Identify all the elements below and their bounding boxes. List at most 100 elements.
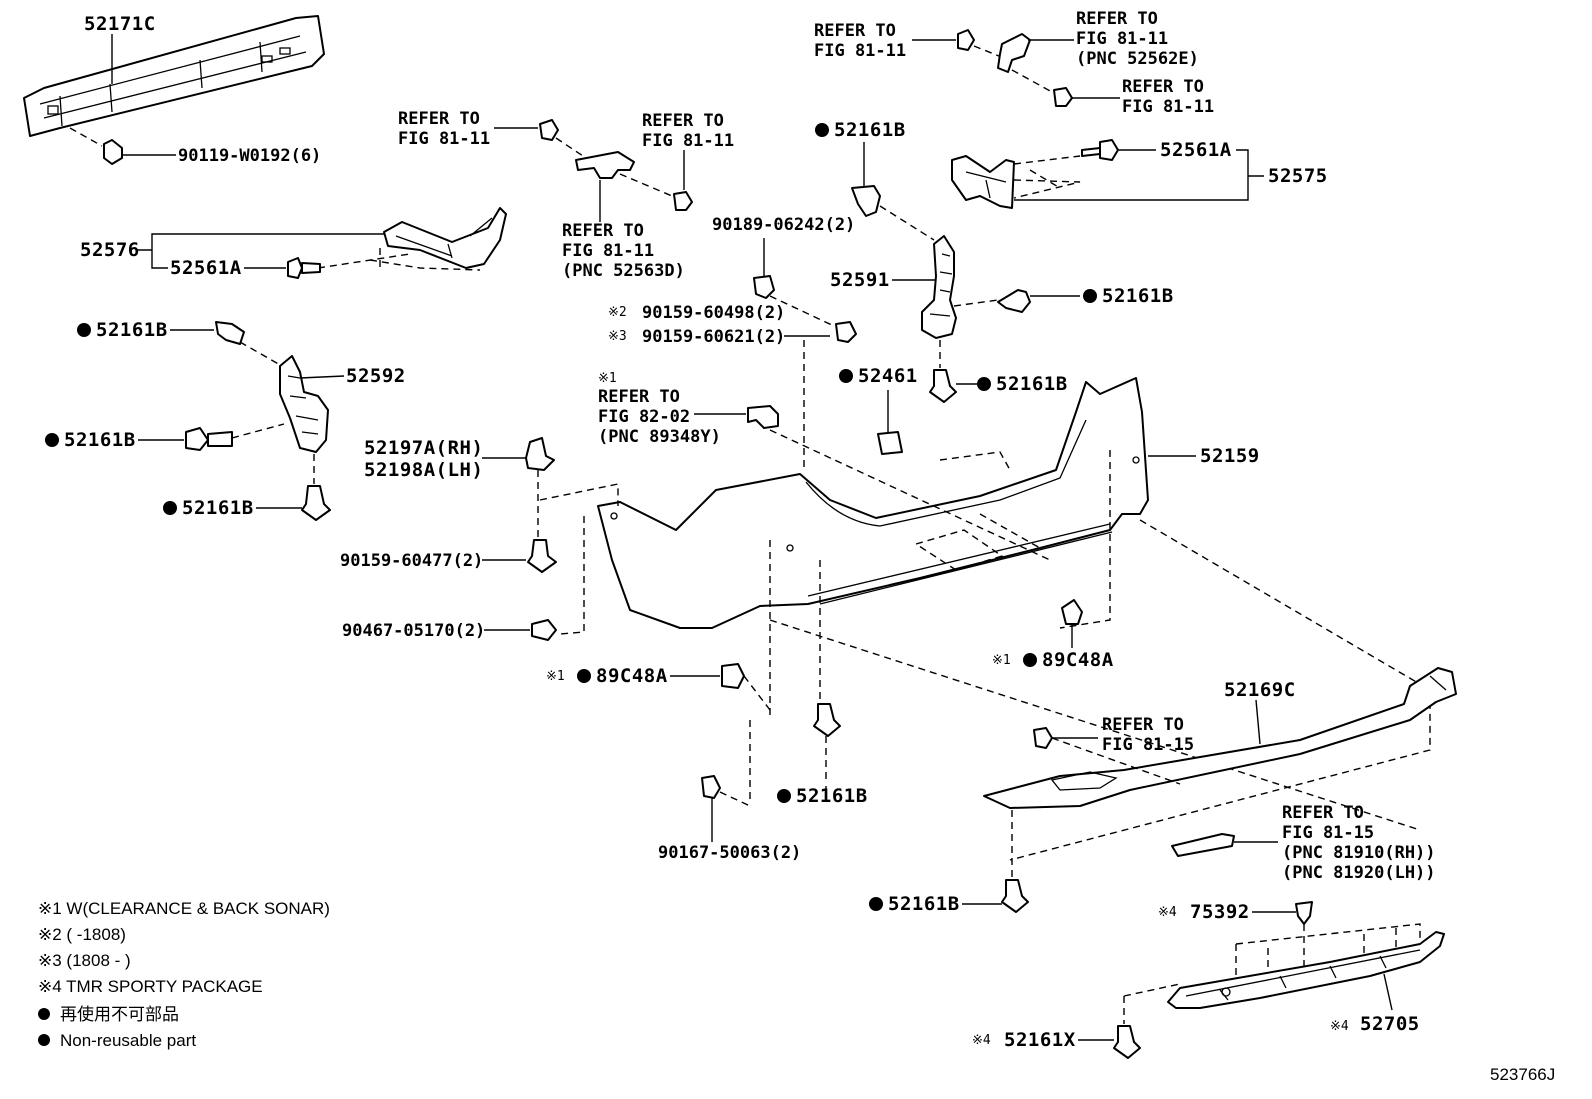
bolt-90119	[69, 127, 123, 165]
label-refer-1-fig: FIG 81-11	[398, 129, 490, 149]
label-refer-9-pnc-rh: (PNC 81910(RH))	[1282, 843, 1436, 863]
label-52161B-f: 52161B	[996, 373, 1068, 395]
marker-1b: ※1	[546, 669, 565, 684]
note-3: ※3 (1808 - )	[38, 951, 131, 970]
reinforcement-52171C	[23, 15, 325, 137]
label-52159: 52159	[1200, 445, 1260, 467]
marker-2: ※2	[608, 305, 627, 320]
label-52575: 52575	[1268, 165, 1328, 187]
label-52161B-c: 52161B	[182, 497, 254, 519]
label-90189: 90189-06242(2)	[712, 215, 855, 235]
label-52161B-h: 52161B	[888, 893, 960, 915]
label-refer-3: REFER TO	[562, 221, 644, 241]
nut-top-left	[539, 119, 559, 141]
label-52197A: 52197A(RH)	[364, 437, 483, 459]
label-90159-60621: 90159-60621(2)	[642, 327, 785, 347]
label-refer-3-pnc: (PNC 52563D)	[562, 261, 685, 281]
label-52171C: 52171C	[84, 13, 156, 35]
label-52705: 52705	[1360, 1013, 1420, 1035]
screw-52561A-left	[287, 257, 321, 279]
label-refer-5-fig: FIG 81-11	[1076, 29, 1168, 49]
label-52561A-right: 52561A	[1160, 139, 1232, 161]
label-refer-3-fig: FIG 81-11	[562, 241, 654, 261]
label-refer-1: REFER TO	[398, 109, 480, 129]
diagram-id: 523766J	[1490, 1065, 1555, 1084]
clip-52161B-f	[929, 369, 957, 403]
label-90467: 90467-05170(2)	[342, 621, 485, 641]
label-refer-4-fig: FIG 81-11	[814, 41, 906, 61]
note-2: ※2 ( -1808)	[38, 925, 126, 944]
label-refer-8: REFER TO	[1102, 715, 1184, 735]
label-52198A: 52198A(LH)	[364, 459, 483, 481]
nonreusable-marker	[45, 433, 59, 447]
clip-52161B-h	[1001, 879, 1029, 913]
marker-4b: ※4	[1330, 1019, 1349, 1034]
marker-1c: ※1	[992, 653, 1011, 668]
label-52161B-b: 52161B	[64, 429, 136, 451]
label-refer-7-fig: FIG 82-02	[598, 407, 690, 427]
nonreusable-marker	[77, 323, 91, 337]
bracket-52563D	[575, 151, 635, 179]
label-52161X: 52161X	[1004, 1029, 1076, 1051]
sensor-retainer-89C48A-right	[1061, 599, 1083, 625]
nonreusable-marker	[977, 377, 991, 391]
nut-top-right	[957, 29, 975, 51]
clip-52161B-d	[851, 185, 881, 217]
label-refer-9: REFER TO	[1282, 803, 1364, 823]
sensor-retainer-89C48A-left	[721, 663, 745, 689]
clip-52161B-b	[185, 427, 233, 451]
label-52561A-left: 52561A	[170, 257, 242, 279]
sensor-holder-89348Y	[747, 405, 779, 429]
label-refer-9-fig: FIG 81-15	[1282, 823, 1374, 843]
spoiler-52705	[1167, 931, 1445, 1009]
label-52591: 52591	[830, 269, 890, 291]
bolt-90159-60621	[835, 321, 857, 343]
label-52576: 52576	[80, 239, 140, 261]
label-89C48A-left: 89C48A	[596, 665, 668, 687]
screw-90167	[701, 775, 721, 799]
bolt-refer-6	[1053, 87, 1073, 107]
label-refer-4: REFER TO	[814, 21, 896, 41]
label-refer-2-fig: FIG 81-11	[642, 131, 734, 151]
retainer-52576	[317, 207, 507, 271]
nonreusable-marker	[1023, 653, 1037, 667]
label-52161B-g: 52161B	[796, 785, 868, 807]
nonreusable-marker	[777, 789, 791, 803]
clip-52161B-g	[813, 703, 841, 737]
label-52169C: 52169C	[1224, 679, 1296, 701]
bracket-52562E	[997, 33, 1031, 73]
label-90159-60477: 90159-60477(2)	[340, 551, 483, 571]
label-90119: 90119-W0192(6)	[178, 146, 321, 166]
label-refer-7-pnc: (PNC 89348Y)	[598, 427, 721, 447]
nonreusable-marker	[1083, 289, 1097, 303]
label-90167: 90167-50063(2)	[658, 843, 801, 863]
clip-52161B-a	[215, 321, 245, 345]
marker-3: ※3	[608, 329, 627, 344]
label-90159-60498: 90159-60498(2)	[642, 303, 785, 323]
screw-90159-60477	[527, 539, 557, 573]
pad-52461	[877, 431, 903, 455]
bracket-52591	[921, 235, 957, 339]
clip-52161B-c	[301, 485, 331, 521]
note-6: Non-reusable part	[60, 1031, 196, 1050]
nonreusable-marker	[577, 669, 591, 683]
label-refer-6-fig: FIG 81-11	[1122, 97, 1214, 117]
label-52161B-d: 52161B	[834, 119, 906, 141]
label-89C48A-right: 89C48A	[1042, 649, 1114, 671]
clip-52161B-e	[997, 289, 1031, 313]
retainer-52197A	[525, 437, 555, 471]
clip-52161X	[1113, 1025, 1141, 1059]
retainer-52575	[951, 155, 1081, 209]
label-52161B-e: 52161B	[1102, 285, 1174, 307]
legend-dot	[38, 1008, 50, 1020]
bracket-52592	[279, 355, 329, 453]
marker-1a: ※1	[598, 371, 617, 386]
nonreusable-marker	[163, 501, 177, 515]
label-refer-6: REFER TO	[1122, 77, 1204, 97]
bumper-cover-52159	[597, 377, 1149, 629]
clip-75392	[1295, 901, 1313, 925]
nonreusable-marker	[815, 123, 829, 137]
clip-90467	[531, 619, 557, 641]
label-52161B-a: 52161B	[96, 319, 168, 341]
